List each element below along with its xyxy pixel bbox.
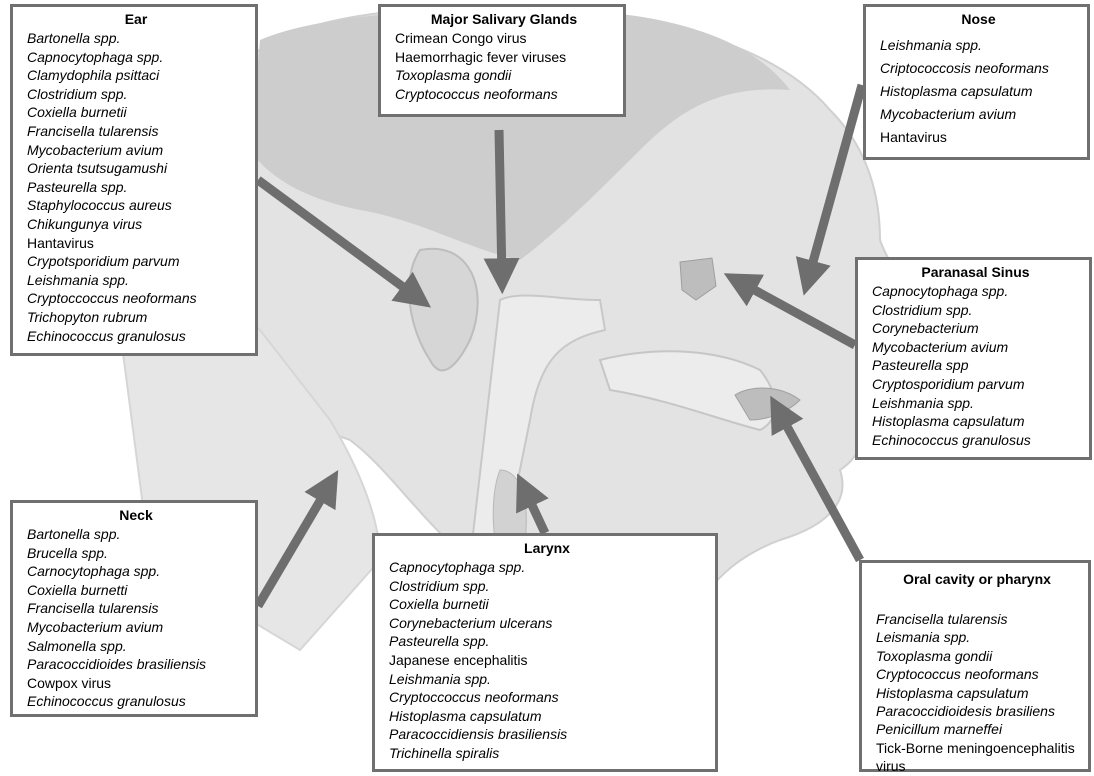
sinus-shape [679, 257, 717, 301]
organism-item: Histoplasma capsulatum [389, 707, 542, 724]
organism-item: Crimean Congo virus [395, 30, 527, 46]
organism-item: Tick-Borne meningoencephalitis [876, 739, 1075, 756]
neck-arrow [254, 470, 339, 609]
organism-item: Cryptococcus neoformans [876, 666, 1039, 683]
organism-item: Francisella tularensis [27, 600, 159, 617]
oral-arrow [770, 395, 864, 563]
paranasal-sinus-list: Capnocytophaga spp. Clostridium spp. Coryn… [872, 282, 1079, 449]
organism-item: Histoplasma capsulatum [872, 413, 1025, 430]
organism-item: Brucella spp. [27, 544, 108, 561]
larynx-list: Capnocytophaga spp. Clostridium spp. Coxie… [389, 558, 705, 763]
organism-item: Toxoplasma gondii [876, 647, 993, 664]
nose-title: Nose [961, 11, 996, 27]
organism-item: Cryptoccoccus neoformans [27, 290, 197, 307]
organism-item: Staphylococcus aureus [27, 197, 172, 214]
organism-item: Mycobacterium avium [27, 618, 164, 635]
organism-item: Bartonella spp. [27, 30, 121, 46]
organism-item: Coxiella burnetii [27, 104, 127, 121]
sinus-arrow [723, 273, 858, 349]
organism-item: Cryptosporidium parvum [872, 375, 1025, 392]
organism-item: Corynebacterium ulcerans [389, 614, 553, 631]
salivary-arrow [483, 129, 520, 295]
organism-item: Paracoccidiensis brasiliensis [389, 726, 568, 743]
organism-item: Cryptoccoccus neoformans [389, 689, 559, 706]
ear-arrow [255, 176, 432, 308]
organism-item: Pasteurella spp [872, 357, 969, 374]
organism-item: Trichopyton rubrum [27, 308, 148, 325]
organism-item: Crypotsporidium parvum [27, 253, 180, 270]
organism-item: Mycobacterium avium [880, 106, 1017, 122]
larynx-box: Larynx Capnocytophaga spp. Clostridium sp… [372, 533, 718, 772]
organism-item: Cowpox virus [27, 674, 112, 691]
organism-item: Leishmania spp. [872, 394, 974, 411]
organism-item: Echinococcus granulosus [872, 431, 1031, 448]
organism-item: Clostridium spp. [872, 301, 973, 318]
organism-item: Histoplasma capsulatum [880, 83, 1033, 99]
organism-item: Leishmania spp. [880, 37, 982, 53]
organism-item: Mycobacterium avium [27, 141, 164, 158]
larynx-title: Larynx [524, 540, 570, 556]
organism-item: Chikungunya virus [27, 215, 143, 232]
organism-item: Pasteurella spp. [27, 178, 128, 195]
organism-item: Japanese encephalitis [389, 651, 528, 668]
nose-list: Leishmania spp. Criptococcosis neoformans… [880, 34, 1077, 149]
neck-list: Bartonella spp. Brucella spp. Carnocytopha… [27, 525, 245, 711]
organism-item: Francisella tularensis [876, 611, 1008, 627]
organism-item: Leishmania spp. [27, 271, 129, 288]
salivary-glands-title: Major Salivary Glands [430, 11, 578, 27]
paranasal-sinus-title: Paranasal Sinus [921, 264, 1030, 280]
organism-item: Penicillum marneffei [876, 721, 1003, 738]
nose-arrow [795, 83, 867, 296]
organism-item: Hantavirus [880, 129, 947, 145]
organism-item: Paracoccidioides brasiliensis [27, 656, 206, 673]
organism-item: Cryptococcus neoformans [395, 85, 558, 102]
neck-box: Neck Bartonella spp. Brucella spp. Carnocy… [10, 500, 258, 717]
organism-item: Carnocytophaga spp. [27, 563, 161, 580]
organism-item: Criptococcosis neoformans [880, 60, 1049, 76]
organism-item: Corynebacterium [872, 320, 979, 337]
organism-item: Capnocytophaga spp. [872, 283, 1009, 299]
paranasal-sinus-box: Paranasal Sinus Capnocytophaga spp. Clost… [855, 257, 1092, 460]
arrows [254, 83, 867, 609]
organism-item: Echinococcus granulosus [27, 327, 186, 344]
nose-box: Nose Leishmania spp. Criptococcosis neofo… [863, 4, 1090, 160]
organism-item: Leismania spp. [876, 629, 971, 646]
organism-item: Pasteurella spp. [389, 633, 490, 650]
organism-item: Clostridium spp. [27, 85, 128, 102]
organism-item: Coxiella burnetti [27, 581, 128, 598]
salivary-glands-box: Major Salivary Glands Crimean Congo viru… [378, 4, 626, 117]
organism-item: virus [876, 758, 906, 775]
organism-item: Leishmania spp. [389, 670, 491, 687]
organism-item: Hantavirus [27, 234, 94, 251]
organism-item: Toxoplasma gondii [395, 67, 512, 84]
organism-item: Orienta tsutsugamushi [27, 160, 168, 177]
larynx-arrow [516, 473, 550, 535]
organism-item: Bartonella spp. [27, 526, 121, 542]
organism-item: Paracoccidioidesis brasiliens [876, 703, 1055, 720]
organism-item: Clostridium spp. [389, 577, 490, 594]
organism-item: Trichinella spiralis [389, 744, 500, 761]
organism-item: Echinococcus granulosus [27, 693, 186, 710]
organism-item: Haemorrhagic fever viruses [395, 48, 567, 65]
neck-title: Neck [119, 507, 153, 523]
organism-item: Capnocytophaga spp. [389, 559, 526, 575]
oral-cavity-title: Oral cavity or pharynx [903, 571, 1051, 587]
organism-item: Mycobacterium avium [872, 338, 1009, 355]
organism-item: Francisella tularensis [27, 122, 159, 139]
organism-item: Clamydophila psittaci [27, 67, 160, 84]
ear-box: Ear Bartonella spp. Capnocytophaga spp. Cl… [10, 4, 258, 356]
organism-item: Coxiella burnetii [389, 596, 489, 613]
organism-item: Histoplasma capsulatum [876, 684, 1029, 701]
ear-title: Ear [124, 11, 148, 27]
oral-cavity-box: Oral cavity or pharynx Francisella tular… [859, 560, 1091, 774]
organism-item: Capnocytophaga spp. [27, 48, 164, 65]
ear-list: Bartonella spp. Capnocytophaga spp. Clamyd… [27, 29, 245, 345]
organism-item: Salmonella spp. [27, 637, 127, 654]
